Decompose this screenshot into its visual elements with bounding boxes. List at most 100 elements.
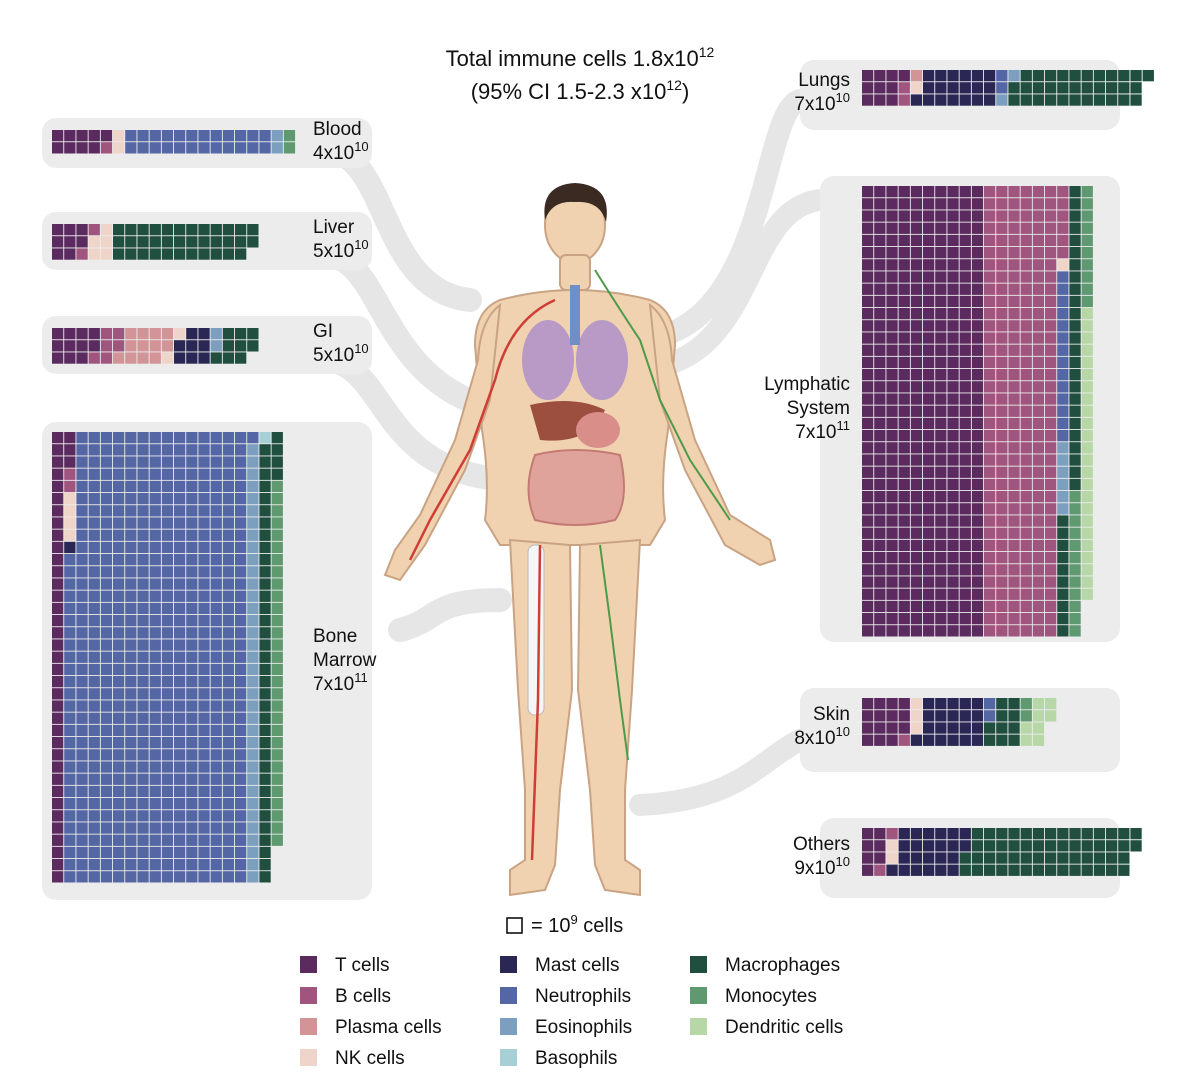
tissue-count-base: 4x10 [313, 143, 354, 164]
cell-square-macrophages [259, 749, 271, 761]
cell-square-macrophages [984, 840, 996, 852]
cell-square-monocytes [1020, 698, 1032, 710]
cell-square-t-cells [959, 588, 971, 600]
cell-square-neutrophils [113, 749, 125, 761]
cell-square-t-cells [935, 430, 947, 442]
cell-square-neutrophils [222, 761, 235, 773]
cell-square-t-cells [923, 625, 935, 637]
cell-square-macrophages [1057, 539, 1069, 552]
cell-square-eosinophils [247, 493, 259, 505]
cell-square-macrophages [1130, 70, 1142, 82]
cell-square-b-cells [996, 356, 1008, 369]
cell-square-b-cells [1008, 491, 1020, 503]
cell-square-t-cells [874, 576, 886, 588]
cell-square-neutrophils [259, 130, 271, 142]
cell-square-neutrophils [113, 737, 125, 749]
cell-square-neutrophils [235, 602, 247, 615]
cell-square-neutrophils [113, 712, 125, 724]
cell-square-macrophages [259, 493, 271, 505]
cell-square-b-cells [1032, 515, 1045, 527]
cell-square-neutrophils [161, 432, 174, 444]
cell-square-t-cells [947, 478, 959, 491]
cell-square-neutrophils [76, 493, 88, 505]
cell-square-macrophages [1069, 82, 1081, 94]
cell-square-t-cells [947, 332, 959, 344]
cell-square-neutrophils [76, 578, 88, 590]
cell-square-t-cells [886, 381, 898, 393]
cell-square-t-cells [959, 210, 971, 222]
cell-square-neutrophils [198, 639, 210, 651]
cell-square-nk-cells [910, 698, 923, 710]
cell-square-macrophages [1045, 852, 1057, 864]
cell-square-eosinophils [247, 651, 259, 663]
cell-square-mast-cells [923, 828, 935, 840]
cell-square-neutrophils [88, 505, 100, 517]
cell-square-t-cells [874, 308, 886, 320]
cell-square-dendritic-cells [1081, 393, 1093, 405]
cell-square-t-cells [52, 224, 64, 236]
cell-square-t-cells [862, 247, 874, 259]
cell-square-b-cells [1032, 442, 1045, 454]
cell-square-monocytes [271, 676, 283, 688]
cell-square-neutrophils [88, 859, 100, 871]
cell-square-neutrophils [235, 505, 247, 517]
cell-square-neutrophils [100, 761, 113, 773]
cell-square-macrophages [1057, 864, 1069, 876]
cell-square-t-cells [52, 493, 64, 505]
cell-square-neutrophils [137, 663, 149, 676]
cell-square-macrophages [996, 840, 1008, 852]
cell-square-eosinophils [247, 541, 259, 554]
cell-square-b-cells [996, 332, 1008, 344]
cell-square-t-cells [910, 308, 923, 320]
cell-square-macrophages [1093, 864, 1106, 876]
cell-square-b-cells [1020, 320, 1032, 332]
cell-square-t-cells [959, 454, 971, 466]
cell-square-t-cells [64, 340, 76, 352]
cell-square-t-cells [910, 259, 923, 271]
cell-square-macrophages [247, 236, 259, 248]
cell-square-neutrophils [1057, 344, 1069, 356]
cell-square-dendritic-cells [1081, 344, 1093, 356]
cell-square-t-cells [935, 417, 947, 430]
cell-square-t-cells [874, 710, 886, 722]
cell-square-t-cells [898, 308, 910, 320]
cell-square-neutrophils [235, 663, 247, 676]
cell-square-macrophages [1093, 82, 1106, 94]
cell-square-neutrophils [222, 456, 235, 468]
cell-square-neutrophils [64, 651, 76, 663]
cell-square-macrophages [235, 328, 247, 340]
cell-square-neutrophils [149, 773, 161, 785]
cell-square-eosinophils [247, 456, 259, 468]
cell-square-neutrophils [76, 785, 88, 798]
cell-square-b-cells [100, 328, 113, 340]
cell-square-t-cells [923, 356, 935, 369]
cell-square-neutrophils [161, 663, 174, 676]
cell-square-neutrophils [235, 517, 247, 529]
scale-note-suffix: cells [578, 915, 624, 937]
cell-square-b-cells [1020, 491, 1032, 503]
tissue-name-line: Marrow [313, 650, 377, 671]
cell-square-neutrophils [161, 142, 174, 154]
cell-square-t-cells [874, 503, 886, 515]
cell-square-neutrophils [149, 602, 161, 615]
cell-square-b-cells [984, 369, 996, 381]
cell-square-neutrophils [222, 627, 235, 639]
cell-square-t-cells [64, 224, 76, 236]
cell-square-t-cells [898, 722, 910, 734]
cell-square-b-cells [984, 600, 996, 613]
cell-square-neutrophils [1057, 405, 1069, 417]
scale-note-text: = 10 [531, 915, 570, 937]
cell-square-t-cells [64, 142, 76, 154]
cell-square-b-cells [1045, 210, 1057, 222]
cell-square-neutrophils [125, 700, 137, 712]
cell-square-mast-cells [947, 722, 959, 734]
cell-square-neutrophils [76, 554, 88, 566]
cell-square-t-cells [971, 454, 984, 466]
waffle-grids [52, 70, 1154, 883]
cell-square-macrophages [1069, 393, 1081, 405]
cell-square-t-cells [971, 222, 984, 234]
cell-square-b-cells [1008, 564, 1020, 576]
cell-square-neutrophils [137, 541, 149, 554]
cell-square-neutrophils [137, 846, 149, 859]
